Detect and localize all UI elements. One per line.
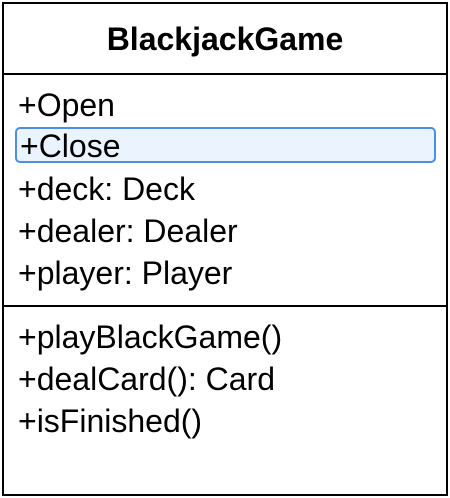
attributes-compartment[interactable]: +Open +Close +deck: Deck +dealer: Dealer…	[4, 75, 446, 307]
method-play-black-game[interactable]: +playBlackGame()	[18, 319, 283, 355]
method-deal-card[interactable]: +dealCard(): Card	[18, 361, 275, 397]
class-name: BlackjackGame	[106, 20, 344, 57]
class-header[interactable]: BlackjackGame	[4, 4, 446, 75]
method-is-finished[interactable]: +isFinished()	[18, 403, 203, 439]
attribute-deck[interactable]: +deck: Deck	[18, 171, 195, 207]
attribute-open[interactable]: +Open	[18, 87, 115, 123]
attribute-player[interactable]: +player: Player	[18, 255, 233, 291]
attribute-close-selected[interactable]: +Close	[15, 127, 436, 163]
attribute-dealer[interactable]: +dealer: Dealer	[18, 213, 238, 249]
